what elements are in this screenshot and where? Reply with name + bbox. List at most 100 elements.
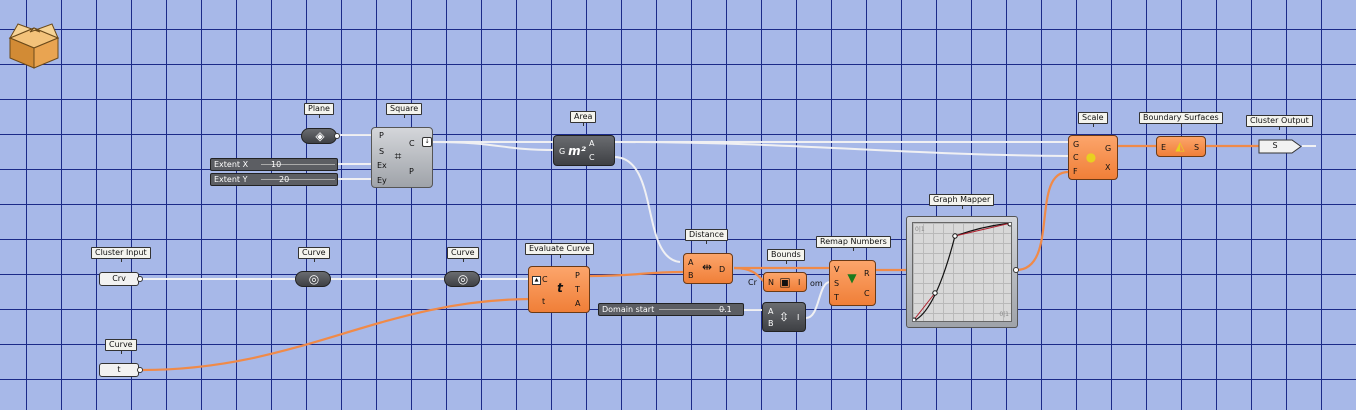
plane-icon: ◈	[315, 129, 325, 143]
area-port-c[interactable]: C	[589, 153, 595, 162]
wire-graph-scale	[1015, 170, 1069, 272]
scale-port-f[interactable]: F	[1073, 167, 1078, 176]
cluster-input-label: Cluster Input	[91, 247, 151, 262]
curve-t-grip[interactable]	[137, 367, 143, 373]
extent-y-slider[interactable]: Extent Y 20	[210, 173, 338, 186]
curve-1-label: Curve	[298, 247, 330, 262]
wire-area-scale-c	[613, 141, 1069, 157]
curve-t-pill[interactable]: t	[99, 363, 139, 377]
boundary-surfaces-component[interactable]: E S ◭	[1156, 136, 1206, 157]
plane-output-grip[interactable]	[334, 133, 340, 139]
cluster-output-text: S	[1272, 141, 1278, 150]
remap-port-t[interactable]: T	[834, 293, 839, 302]
construct-domain-icon: ⇳	[778, 310, 790, 324]
curve-1-param[interactable]: ◎	[295, 271, 331, 287]
graph-mapper-label: Graph Mapper	[929, 194, 995, 209]
area-port-g[interactable]: G	[559, 147, 566, 156]
distance-component[interactable]: A B D ⇹	[683, 253, 733, 284]
plane-param[interactable]: ◈	[301, 128, 337, 144]
scale-port-g[interactable]: G	[1073, 140, 1080, 149]
distance-icon: ⇹	[701, 260, 713, 274]
scale-port-c[interactable]: C	[1073, 153, 1079, 162]
scale-component[interactable]: G C F G X ●	[1068, 135, 1118, 180]
evaluate-port-c[interactable]: C	[542, 275, 548, 284]
evaluate-port-t[interactable]: t	[542, 297, 546, 306]
bounds-component[interactable]: N I ▣	[763, 272, 807, 292]
remap-port-c[interactable]: C	[864, 289, 870, 298]
extent-y-label: Extent Y	[214, 175, 248, 184]
remap-port-r[interactable]: R	[864, 269, 870, 278]
square-component[interactable]: P S Ex Ey C P ⌗ ↓	[371, 127, 433, 188]
bounds-partial-left: Cr	[748, 278, 757, 287]
remap-icon: ▼	[847, 271, 857, 285]
boundary-port-e[interactable]: E	[1161, 143, 1167, 152]
distance-port-b[interactable]: B	[688, 271, 694, 280]
scale-port-gout[interactable]: G	[1105, 144, 1112, 153]
area-port-a[interactable]: A	[589, 139, 595, 148]
construct-port-b[interactable]: B	[768, 319, 774, 328]
graph-corner-bottom: 0|1	[999, 311, 1009, 318]
construct-port-i[interactable]: I	[797, 313, 800, 322]
curve-2-param[interactable]: ◎	[444, 271, 480, 287]
wire-t-eval	[141, 297, 531, 372]
bounds-port-n[interactable]: N	[768, 278, 774, 287]
distance-port-d[interactable]: D	[719, 265, 726, 274]
graph-mapper-plot[interactable]: 0|1 0|1	[912, 222, 1012, 322]
curve-2-label: Curve	[447, 247, 479, 262]
square-port-ex[interactable]: Ex	[377, 161, 387, 170]
construct-port-a[interactable]: A	[768, 307, 774, 316]
bounds-port-i[interactable]: I	[798, 278, 801, 287]
square-port-p-out[interactable]: P	[409, 167, 414, 176]
cluster-box-icon[interactable]	[4, 18, 64, 70]
square-label: Square	[386, 103, 423, 118]
bounds-icon: ▣	[779, 275, 791, 289]
bounds-partial-right: om	[810, 279, 823, 288]
extent-y-value[interactable]: 20	[279, 175, 290, 184]
remap-port-s[interactable]: S	[834, 279, 840, 288]
evaluate-curve-component[interactable]: ▲ C t P T A t	[528, 266, 590, 313]
domain-start-value[interactable]: 0.1	[719, 305, 732, 314]
square-port-s[interactable]: S	[379, 147, 385, 156]
wire-eval-distance	[589, 270, 685, 278]
distance-label: Distance	[685, 229, 728, 244]
cluster-output-pill[interactable]: S	[1258, 139, 1302, 154]
boundary-surfaces-label: Boundary Surfaces	[1139, 112, 1223, 127]
curve-param-icon: ◎	[308, 272, 320, 286]
curve-param-icon: ◎	[457, 272, 469, 286]
evaluate-port-a[interactable]: A	[575, 299, 581, 308]
domain-start-label: Domain start	[602, 305, 655, 314]
square-port-p[interactable]: P	[379, 131, 384, 140]
scale-label: Scale	[1078, 112, 1108, 127]
bounds-label: Bounds	[767, 249, 805, 264]
square-grid-icon: ⌗	[394, 149, 402, 163]
distance-port-a[interactable]: A	[688, 258, 694, 267]
cluster-input-grip[interactable]	[137, 276, 143, 282]
graph-mapper-component[interactable]: 0|1 0|1	[906, 216, 1018, 328]
remap-numbers-component[interactable]: V S T R C ▼	[829, 260, 876, 306]
reparam-icon: ▲	[532, 276, 541, 285]
wire-area-distance	[613, 156, 681, 263]
graph-corner-top: 0|1	[915, 226, 925, 233]
construct-domain-component[interactable]: A B I ⇳	[762, 302, 806, 332]
domain-start-slider[interactable]: Domain start 0.1	[598, 303, 744, 316]
boundary-port-s[interactable]: S	[1194, 143, 1200, 152]
plane-label: Plane	[304, 103, 334, 118]
area-component[interactable]: G A C m²	[553, 135, 615, 166]
extent-x-slider[interactable]: Extent X 10	[210, 158, 338, 171]
square-port-c[interactable]: C	[409, 139, 415, 148]
graph-mapper-output-grip[interactable]	[1013, 267, 1019, 273]
evaluate-curve-icon: t	[557, 281, 563, 295]
evaluate-port-tout[interactable]: T	[575, 285, 580, 294]
remap-port-v[interactable]: V	[834, 265, 840, 274]
flatten-arrow-icon: ↓	[422, 137, 432, 147]
curve-3-label: Curve	[105, 339, 137, 354]
square-port-ey[interactable]: Ey	[377, 176, 387, 185]
wire-square-scale-g	[431, 140, 1069, 143]
extent-x-value[interactable]: 10	[271, 160, 282, 169]
cluster-input-pill[interactable]: Crv	[99, 272, 139, 286]
evaluate-port-p[interactable]: P	[575, 271, 580, 280]
area-label: Area	[570, 111, 597, 126]
wire-construct-remap	[805, 281, 831, 319]
scale-port-x[interactable]: X	[1105, 163, 1111, 172]
